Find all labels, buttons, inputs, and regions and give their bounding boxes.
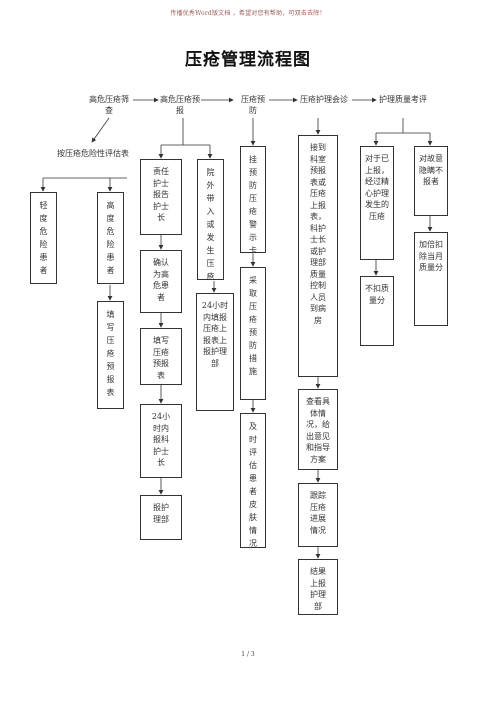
page-title: 压疮管理流程图: [185, 50, 311, 70]
report-nursing-dept-box-1: 报护理部: [140, 495, 182, 540]
low-risk-box: 轻度危险患者: [30, 192, 57, 284]
fill-form-box-1: 填写压疮预报表: [97, 301, 124, 409]
no-deduction-box: 不扣质量分: [360, 276, 394, 346]
fill-form-box-2: 填写压疮预报表: [140, 328, 182, 385]
header-prevention: 压疮预防: [241, 95, 265, 115]
warning-card-box: 挂预防压疮警示卡: [240, 146, 266, 255]
report-head-nurse-box: 责任护士报告护士长: [140, 159, 182, 235]
report-within-24h-box: 24小时内填报压疮上报表上报护理部: [196, 293, 234, 411]
assessment-label: 按压疮危险性评估表: [57, 149, 129, 158]
high-risk-box: 高度危险患者: [97, 192, 124, 284]
report-results-box: 结果上报护理部: [298, 559, 338, 615]
document-banner: 传播优秀Word版文档 ，希望对您有帮助，可双击去除！: [170, 10, 326, 17]
header-forecast: 高危压疮预报: [160, 95, 200, 115]
concealment-box: 对故意隐瞒不报者: [414, 146, 448, 216]
header-consultation: 压疮护理会诊: [300, 95, 348, 104]
prevention-measures-box: 采取压疮预防措施: [240, 267, 266, 400]
page-number: 1 / 3: [241, 651, 255, 658]
skin-assessment-box: 及时评估患者皮肤情况: [240, 413, 266, 548]
confirm-high-risk-box: 确认为高危患者: [140, 250, 182, 313]
report-department-head-box: 24小时内报科护士长: [140, 404, 182, 478]
guidance-box: 查看具体情况，给出意见和指导方案: [298, 389, 338, 470]
reported-ulcer-box: 对于已上报，经过精心护理发生的压疮: [360, 146, 394, 260]
double-deduction-box: 加倍扣除当月质量分: [414, 232, 448, 326]
admitted-with-pressure-ulcer-box: 院外带入或发生压疮: [197, 159, 224, 281]
track-progress-box: 跟踪压疮进展情况: [298, 483, 338, 547]
consultation-visit-box: 接到科室预报表或压疮上报表，科护士长或护理部质量控制人员到病房: [298, 135, 338, 377]
header-evaluation: 护理质量考评: [379, 95, 427, 104]
header-screening: 高危压疮筛查: [89, 95, 129, 115]
